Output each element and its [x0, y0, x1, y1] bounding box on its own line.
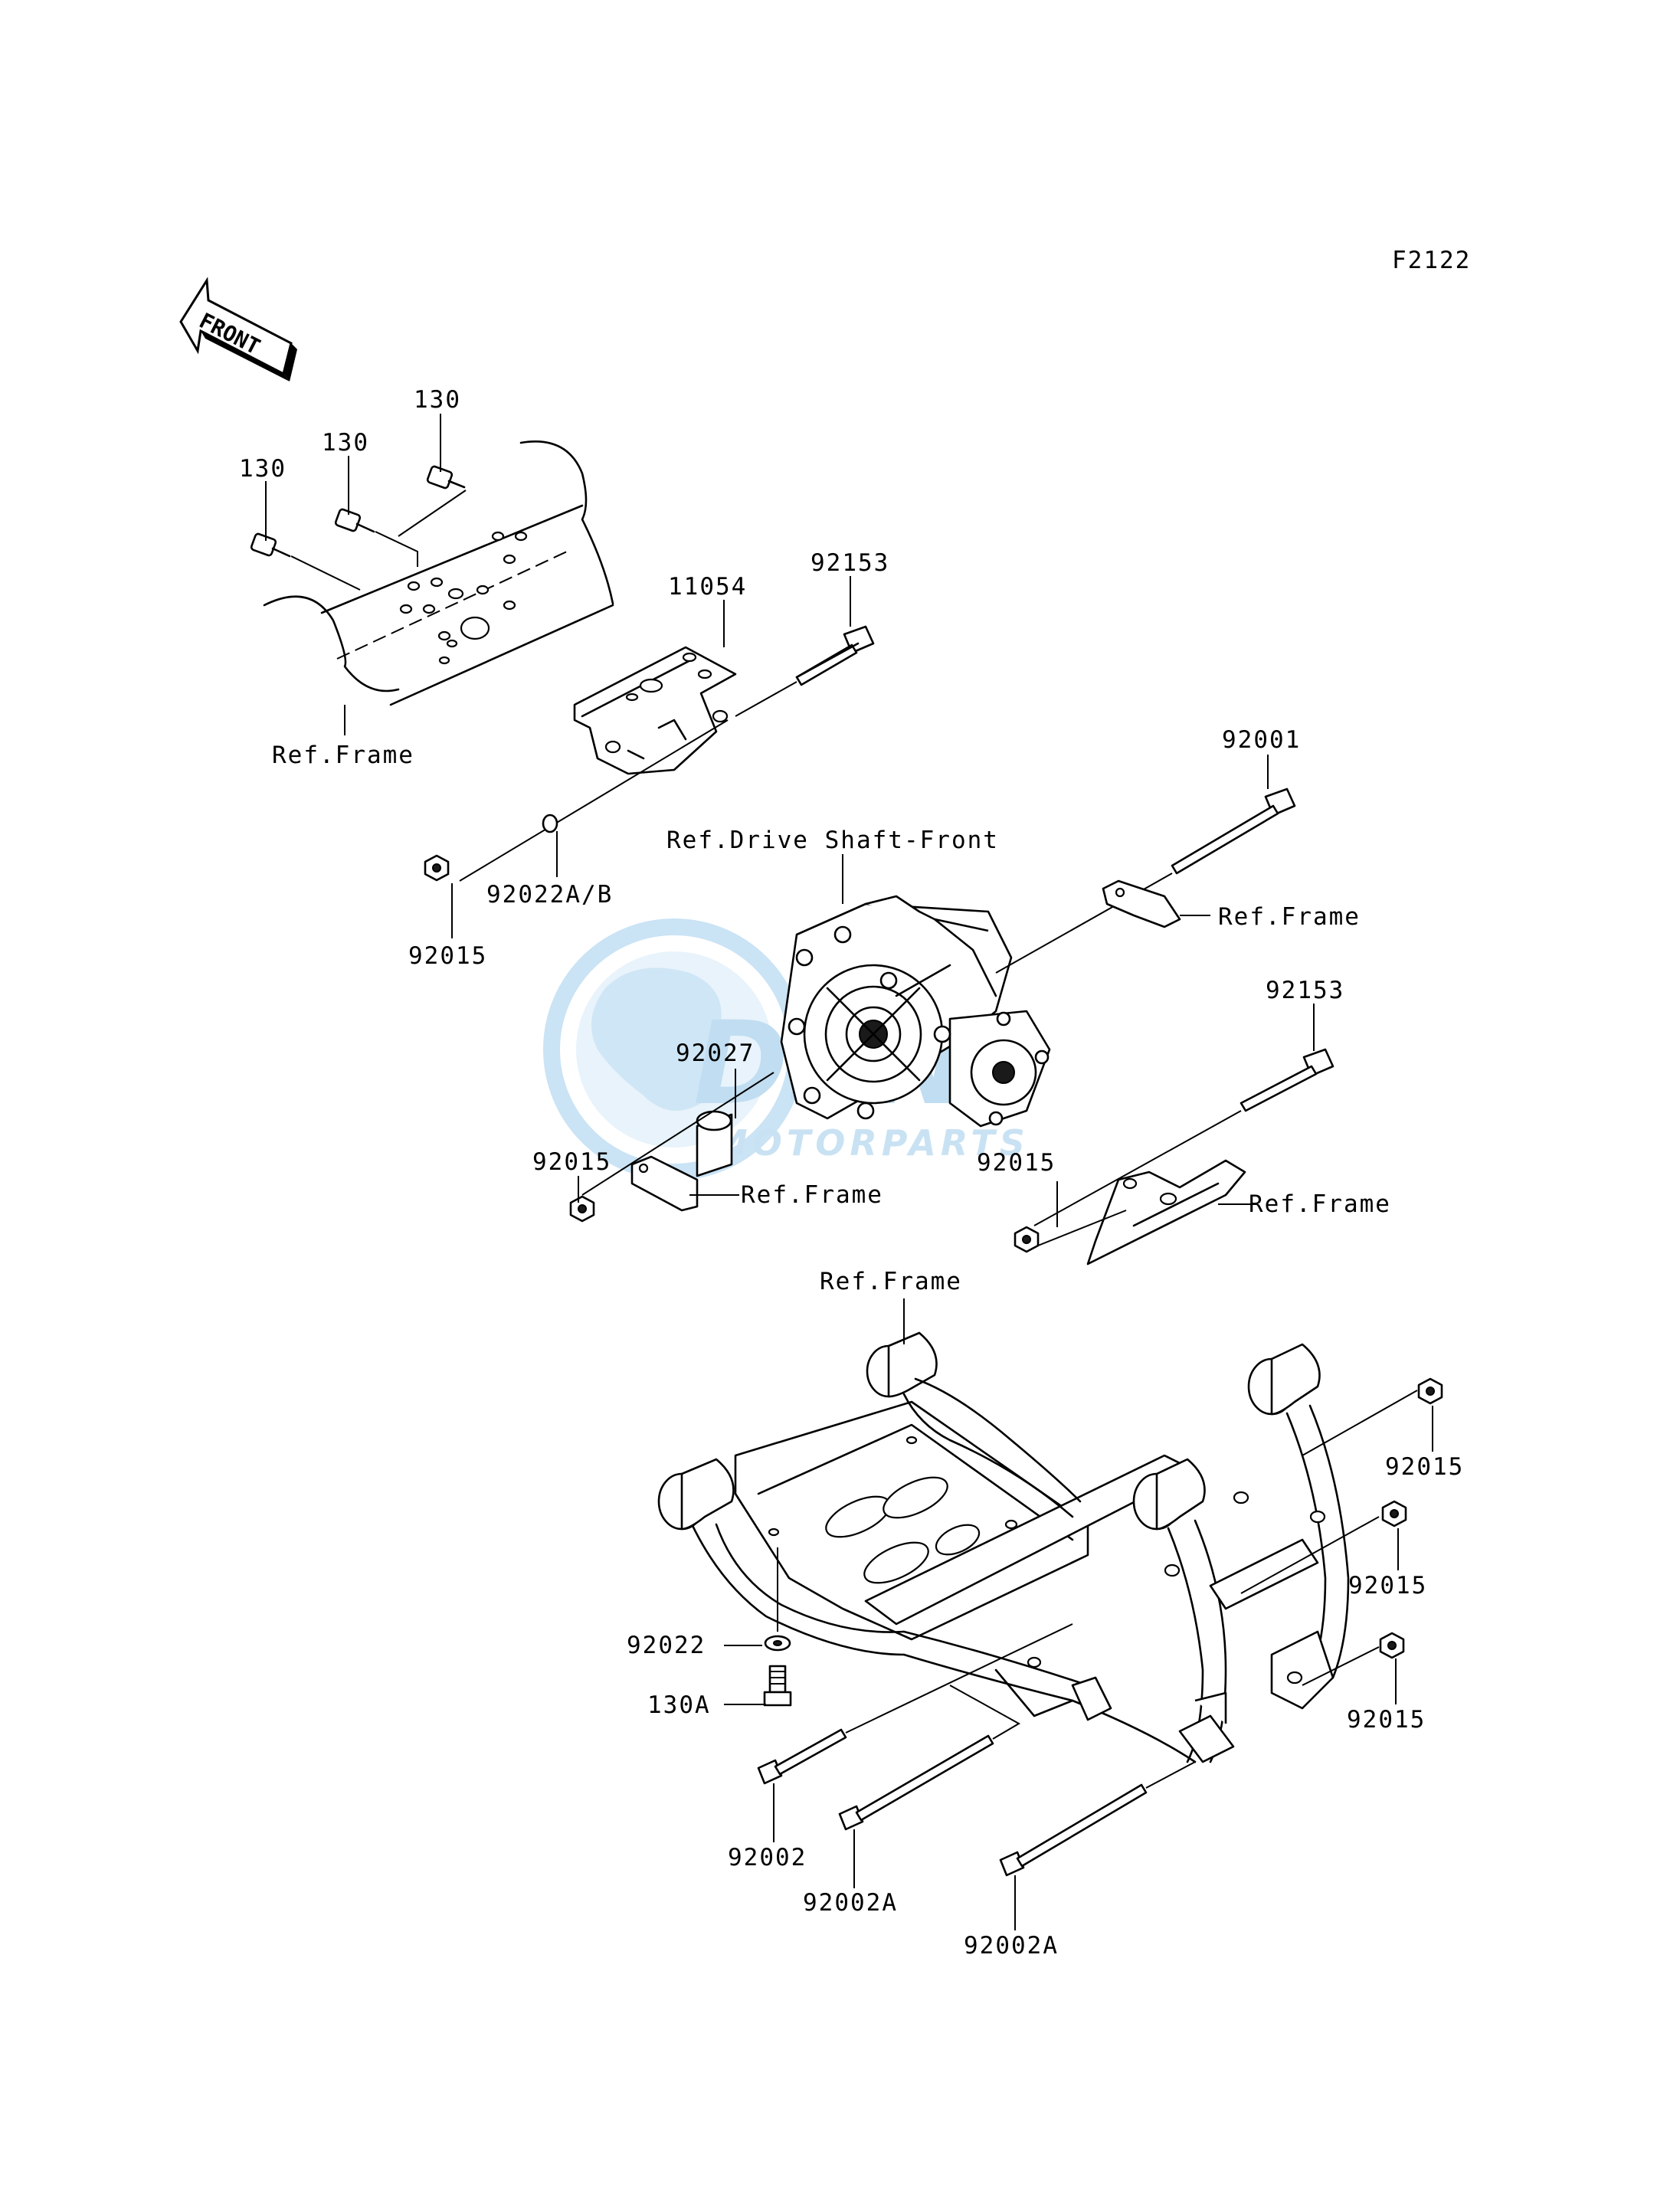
bolt-130-b [334, 508, 418, 567]
bolt-130-a [250, 532, 361, 591]
label-ref-frame-1: Ref.Frame [272, 742, 414, 769]
bracket-11054 [573, 646, 737, 775]
frame-bracket-right [1086, 1159, 1246, 1265]
watermark-sub-text: MOTORPARTS [712, 1122, 1030, 1164]
nut-92015-2 [569, 1195, 595, 1223]
bolt-92002a-2 [999, 1761, 1196, 1877]
label-92015-6: 92015 [1347, 1706, 1426, 1734]
nut-92015-5 [1381, 1500, 1407, 1527]
bolt-92001 [995, 787, 1296, 974]
label-92015-3: 92015 [977, 1149, 1056, 1177]
nut-92015-3 [1014, 1226, 1040, 1253]
label-130a: 130A [647, 1691, 711, 1719]
label-ref-frame-3: Ref.Frame [741, 1181, 883, 1209]
axis-line-mid-left [581, 1072, 775, 1196]
frame-tab-left [630, 1155, 699, 1212]
front-differential [780, 895, 1051, 1128]
bolt-92153-top [735, 625, 875, 717]
axis-line-mid-right [1030, 1210, 1127, 1249]
label-92015-5: 92015 [1348, 1572, 1427, 1599]
label-ref-frame-2: Ref.Frame [1218, 903, 1361, 931]
label-92153-mid: 92153 [1266, 977, 1344, 1004]
bolt-92002 [757, 1623, 1073, 1785]
label-ref-frame-4: Ref.Frame [1249, 1190, 1391, 1218]
bolt-130a [763, 1665, 792, 1707]
nut-92015-6 [1379, 1632, 1405, 1659]
front-arrow-icon: FRONT [179, 277, 297, 381]
label-92027: 92027 [676, 1040, 755, 1067]
label-130-b: 130 [322, 429, 369, 457]
label-ref-frame-5: Ref.Frame [820, 1268, 962, 1295]
bolt-92153-mid [1033, 1048, 1335, 1226]
axis-line-top [459, 719, 729, 882]
label-92002: 92002 [728, 1844, 807, 1871]
label-92001: 92001 [1222, 726, 1301, 754]
nut-92015-1 [424, 854, 450, 882]
label-92015-4: 92015 [1385, 1453, 1464, 1481]
label-130-a: 130 [239, 455, 287, 483]
engine-mount-frame [657, 1331, 1350, 1763]
spacer-92027 [696, 1110, 733, 1177]
label-92153-top: 92153 [811, 549, 889, 577]
label-11054: 11054 [668, 573, 747, 601]
frame-section-top [263, 440, 614, 706]
nut-92015-4 [1417, 1377, 1443, 1405]
label-92022: 92022 [627, 1632, 706, 1659]
label-92022ab: 92022A/B [486, 881, 613, 909]
label-92015-1: 92015 [408, 942, 487, 970]
label-130-c: 130 [414, 386, 461, 414]
leader-lines [265, 414, 1433, 1930]
label-92002a-1: 92002A [803, 1889, 898, 1917]
figure-code: F2122 [1392, 247, 1471, 274]
axis-line-92015-5 [1240, 1516, 1380, 1594]
axis-line-92015-4 [1302, 1390, 1418, 1456]
frame-tab-right-top [1102, 879, 1181, 928]
axis-line-92015-6 [1302, 1646, 1380, 1686]
label-ref-drive-shaft-front: Ref.Drive Shaft-Front [666, 827, 999, 854]
label-92015-2: 92015 [532, 1148, 611, 1176]
bolt-92002a-1 [838, 1685, 1021, 1831]
label-92002a-2: 92002A [964, 1932, 1059, 1960]
bolt-130-c [398, 465, 467, 537]
washer-92022ab [542, 814, 558, 833]
